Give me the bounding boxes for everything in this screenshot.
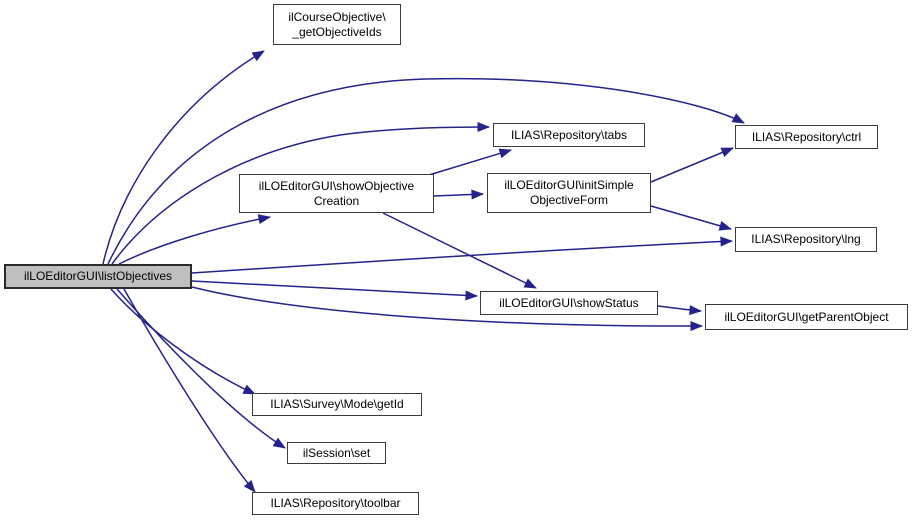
edge-showObjectiveCreation-showStatus: [382, 212, 537, 289]
node-init-simple-objective-form[interactable]: ilLOEditorGUI\initSimple ObjectiveForm: [487, 173, 651, 213]
node-label-line1: ilLOEditorGUI\listObjectives: [23, 269, 173, 283]
node-session-set[interactable]: ilSession\set: [287, 442, 386, 464]
node-label-line2: Creation: [313, 193, 360, 208]
node-label-line1: ilLOEditorGUI\showStatus: [499, 295, 639, 310]
node-course-objective-get-objective-ids[interactable]: ilCourseObjective\ _getObjectiveIds: [273, 4, 401, 45]
edge-showObjectiveCreation-initSimpleObjectiveForm: [433, 189, 484, 200]
node-label-line1: ILIAS\Survey\Mode\getId: [270, 397, 404, 411]
node-survey-mode-get-id[interactable]: ILIAS\Survey\Mode\getId: [252, 393, 422, 416]
node-label-line1: ilLOEditorGUI\getParentObject: [724, 309, 889, 324]
node-repository-toolbar[interactable]: ILIAS\Repository\toolbar: [252, 492, 419, 515]
node-repository-tabs[interactable]: ILIAS\Repository\tabs: [493, 123, 645, 147]
edge-showStatus-getParentObject: [657, 305, 702, 316]
node-show-status[interactable]: ilLOEditorGUI\showStatus: [480, 291, 658, 315]
edge-listObjectives-lng: [191, 236, 733, 274]
node-label-line1: ilLOEditorGUI\initSimple: [504, 178, 634, 192]
edge-listObjectives-toolbar: [123, 288, 256, 493]
node-get-parent-object[interactable]: ilLOEditorGUI\getParentObject: [705, 304, 908, 330]
edge-listObjectives-getId: [110, 288, 256, 395]
node-label-line1: ilLOEditorGUI\showObjective: [258, 178, 415, 193]
edge-listObjectives-showStatus: [191, 280, 478, 301]
node-label-line2: _getObjectiveIds: [292, 24, 382, 39]
edge-listObjectives-ctrl: [107, 77, 745, 265]
edge-listObjectives-showObjectiveCreation: [118, 214, 271, 265]
edge-listObjectives-sessionSet: [116, 288, 286, 449]
node-label-line1: ILIAS\Repository\lng: [751, 232, 861, 246]
edge-showObjectiveCreation-tabs: [428, 148, 512, 176]
edge-listObjectives-getParentObject: [191, 286, 703, 332]
edge-listObjectives-getObjectiveIds: [102, 50, 265, 265]
node-label-line1: ILIAS\Repository\ctrl: [751, 129, 862, 144]
node-label-line2: ObjectiveForm: [529, 193, 609, 207]
node-label-line1: ilCourseObjective\: [288, 9, 386, 24]
edge-initSimpleObjectiveForm-lng: [650, 205, 732, 231]
node-label-line1: ILIAS\Repository\toolbar: [270, 496, 401, 510]
node-label-line1: ILIAS\Repository\tabs: [510, 127, 628, 142]
node-show-objective-creation[interactable]: ilLOEditorGUI\showObjective Creation: [239, 174, 434, 213]
edge-listObjectives-tabs: [111, 122, 491, 265]
node-repository-ctrl[interactable]: ILIAS\Repository\ctrl: [735, 125, 878, 149]
node-label-line1: ilSession\set: [302, 445, 371, 460]
node-repository-lng[interactable]: ILIAS\Repository\lng: [735, 227, 877, 252]
edge-initSimpleObjectiveForm-ctrl: [650, 147, 734, 183]
node-list-objectives-root: ilLOEditorGUI\listObjectives: [4, 264, 192, 289]
